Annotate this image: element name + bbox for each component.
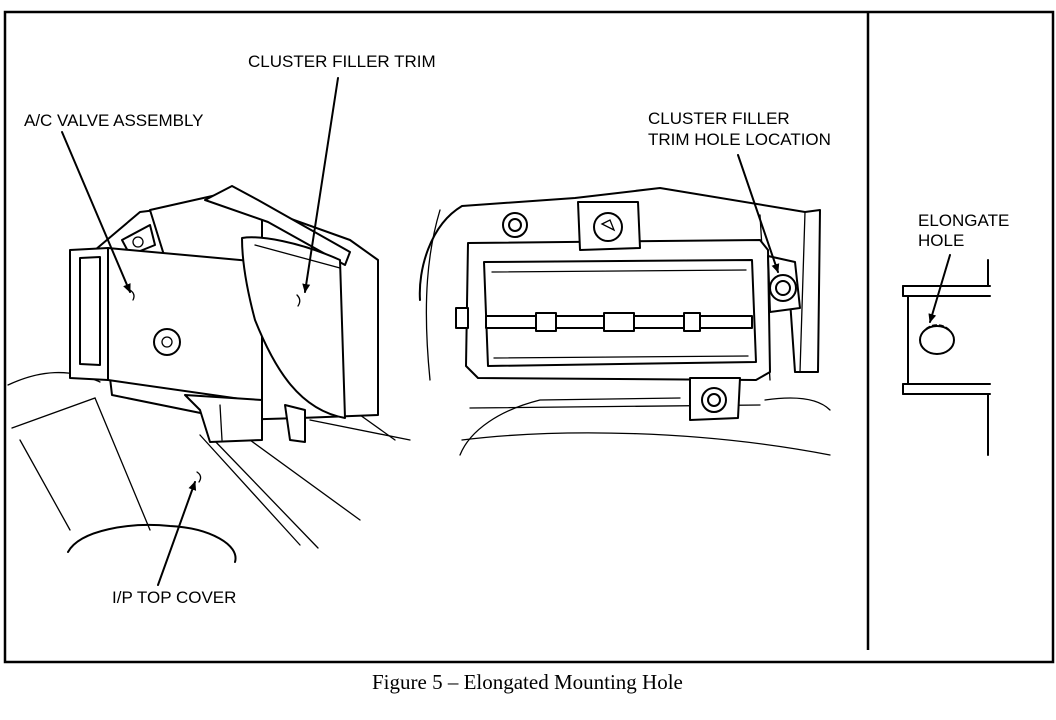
leader-ip-top-cover: [157, 481, 197, 586]
elongate-hole-illustration: [902, 259, 991, 456]
elongated-hole: [919, 325, 955, 355]
leader-cluster-filler-trim: [302, 77, 339, 293]
label-trim-hole-location-line1: CLUSTER FILLER: [648, 109, 790, 128]
label-elongate-hole-line1: ELONGATE: [918, 211, 1009, 230]
cluster-trim-illustration: [418, 187, 831, 456]
leader-ac-valve-assembly: [61, 131, 131, 293]
figure-frame: [3, 10, 1055, 664]
label-elongate-hole-line2: HOLE: [918, 231, 964, 250]
label-ac-valve-assembly: A/C VALVE ASSEMBLY: [24, 111, 204, 130]
ip-top-cover-drawing: [7, 371, 411, 563]
leader-lines: [61, 77, 951, 586]
leader-trim-hole-location: [737, 154, 780, 273]
ac-valve-illustration: [7, 185, 411, 563]
label-trim-hole-location-line2: TRIM HOLE LOCATION: [648, 130, 831, 149]
leader-elongate-hole: [928, 254, 951, 323]
label-cluster-filler-trim: CLUSTER FILLER TRIM: [248, 52, 436, 71]
figure-caption: Figure 5 – Elongated Mounting Hole: [372, 670, 683, 694]
label-ip-top-cover: I/P TOP COVER: [112, 588, 236, 607]
